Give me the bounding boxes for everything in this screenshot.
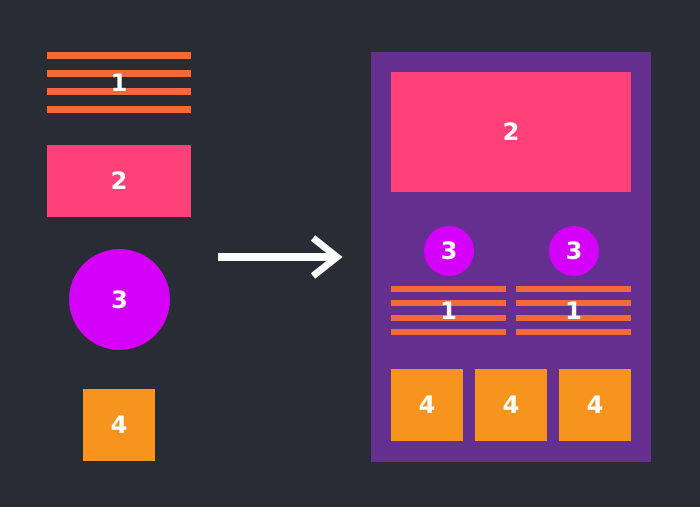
result-square: 4 xyxy=(559,369,631,441)
result-square: 4 xyxy=(391,369,463,441)
result-circle-label: 3 xyxy=(440,237,458,265)
result-stripes-label: 1 xyxy=(440,296,457,325)
stripe xyxy=(391,328,506,335)
result-square: 4 xyxy=(475,369,547,441)
result-circle: 3 xyxy=(424,226,474,276)
source-square: 4 xyxy=(83,389,155,461)
stripe xyxy=(516,328,631,335)
source-circle-label: 3 xyxy=(111,285,128,314)
source-rect: 2 xyxy=(47,145,191,217)
source-stripes: 1 xyxy=(47,52,191,113)
hero-rect: 2 xyxy=(391,72,631,192)
result-square-label: 4 xyxy=(418,391,436,419)
result-circle-label: 3 xyxy=(565,237,583,265)
stripe xyxy=(47,52,191,59)
stripe xyxy=(391,314,506,321)
source-square-label: 4 xyxy=(110,411,128,439)
stripe xyxy=(47,88,191,95)
result-stripes-label: 1 xyxy=(565,296,582,325)
result-stripes: 1 xyxy=(516,286,631,335)
stripe xyxy=(47,70,191,77)
stripe xyxy=(391,286,506,292)
result-square-label: 4 xyxy=(502,391,520,419)
source-rect-label: 2 xyxy=(110,167,128,195)
result-stripes: 1 xyxy=(391,286,506,335)
hero-rect-label: 2 xyxy=(502,118,520,146)
source-circle: 3 xyxy=(69,249,170,350)
result-square-label: 4 xyxy=(586,391,604,419)
stripe xyxy=(516,300,631,307)
stripe xyxy=(516,314,631,321)
result-circle: 3 xyxy=(549,226,599,276)
stripe xyxy=(391,300,506,307)
stripe xyxy=(47,106,191,113)
stripe xyxy=(516,286,631,292)
source-stripes-label: 1 xyxy=(110,68,128,97)
right-arrow-icon xyxy=(218,235,343,279)
